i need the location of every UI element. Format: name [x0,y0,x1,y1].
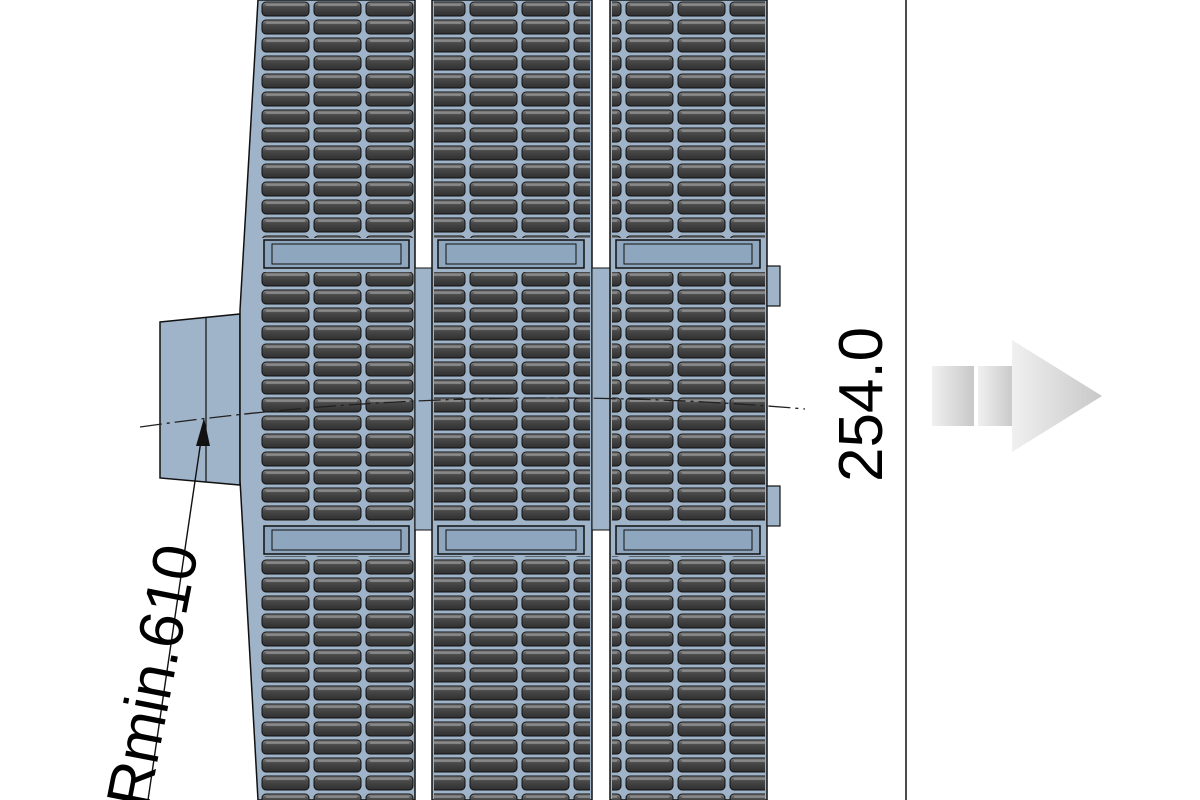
side-tab [766,265,781,307]
arrow-right-icon [932,340,1102,452]
center-line [139,397,806,428]
carrier-strand-1 [239,0,416,800]
radius-label: Rmin.610 [94,539,212,800]
crossbar [437,239,585,269]
carrier-strand-3 [609,0,768,800]
crossbar [437,525,585,555]
radius-dimension [147,418,210,800]
crossbar [263,525,410,555]
mounting-bracket [159,313,241,486]
crossbar [615,239,761,269]
side-tab [766,485,781,527]
crossbar [615,525,761,555]
crossbar [263,239,410,269]
width-label: 254.0 [827,327,896,482]
